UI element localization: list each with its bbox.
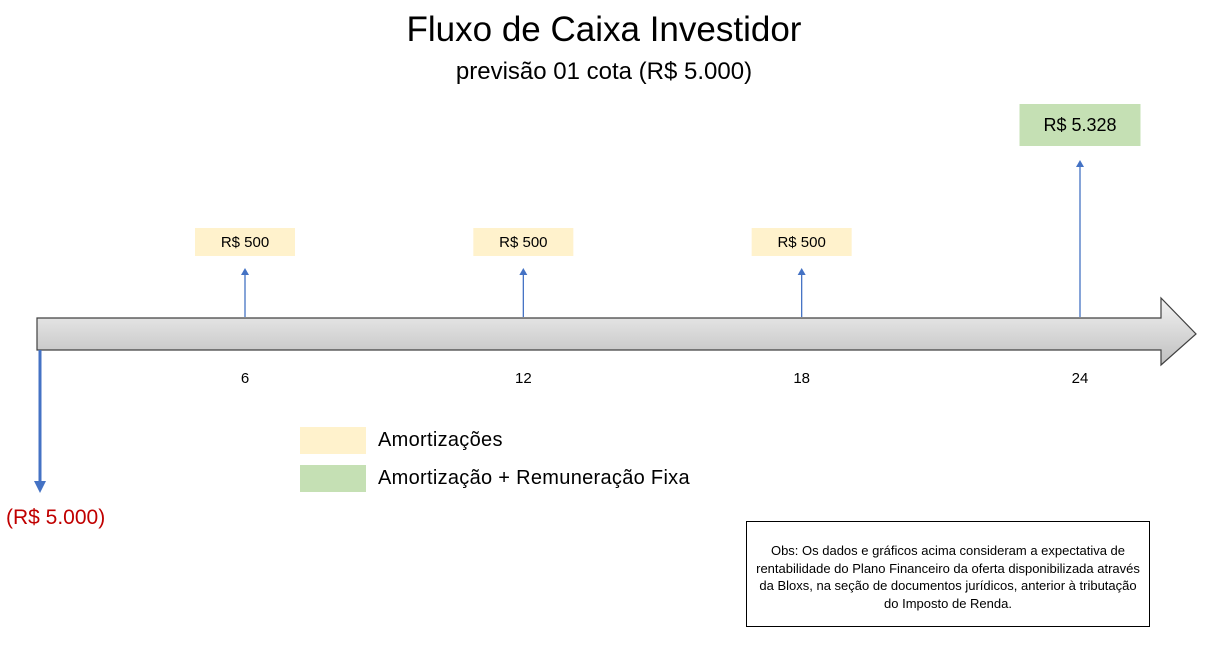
value-box-18 [751,228,852,256]
tick-label-6: 6 [241,370,249,387]
legend-label-amortization: Amortizações [378,429,503,451]
inflow-arrow-head [519,268,528,275]
value-label-18: R$ 500 [777,234,825,251]
value-box-6 [195,228,295,256]
timeline-arrow [36,296,1197,367]
initial-investment-label: (R$ 5.000) [6,506,106,529]
inflow-arrow-head [797,268,806,275]
legend-label-amortization-fixed: Amortização + Remuneração Fixa [378,467,690,489]
value-label-24: R$ 5.328 [1043,115,1116,135]
outflow-arrow-head [34,481,46,493]
tick-label-12: 12 [515,370,532,387]
value-box-24 [1019,104,1141,146]
legend-swatch-amortization [300,427,366,454]
tick-label-24: 24 [1072,370,1089,387]
value-label-6: R$ 500 [221,234,269,251]
value-box-12 [473,228,574,256]
legend-swatch-amortization-fixed [300,465,366,492]
observation-note: Obs: Os dados e gráficos acima considera… [746,521,1150,627]
diagram-subtitle: previsão 01 cota (R$ 5.000) [455,58,753,85]
tick-label-18: 18 [793,370,810,387]
observation-text: Obs: Os dados e gráficos acima considera… [756,543,1140,611]
diagram-title: Fluxo de Caixa Investidor [406,10,802,49]
inflow-arrow-head [1076,160,1084,167]
inflow-arrow-head [241,268,249,275]
value-label-12: R$ 500 [499,234,547,251]
